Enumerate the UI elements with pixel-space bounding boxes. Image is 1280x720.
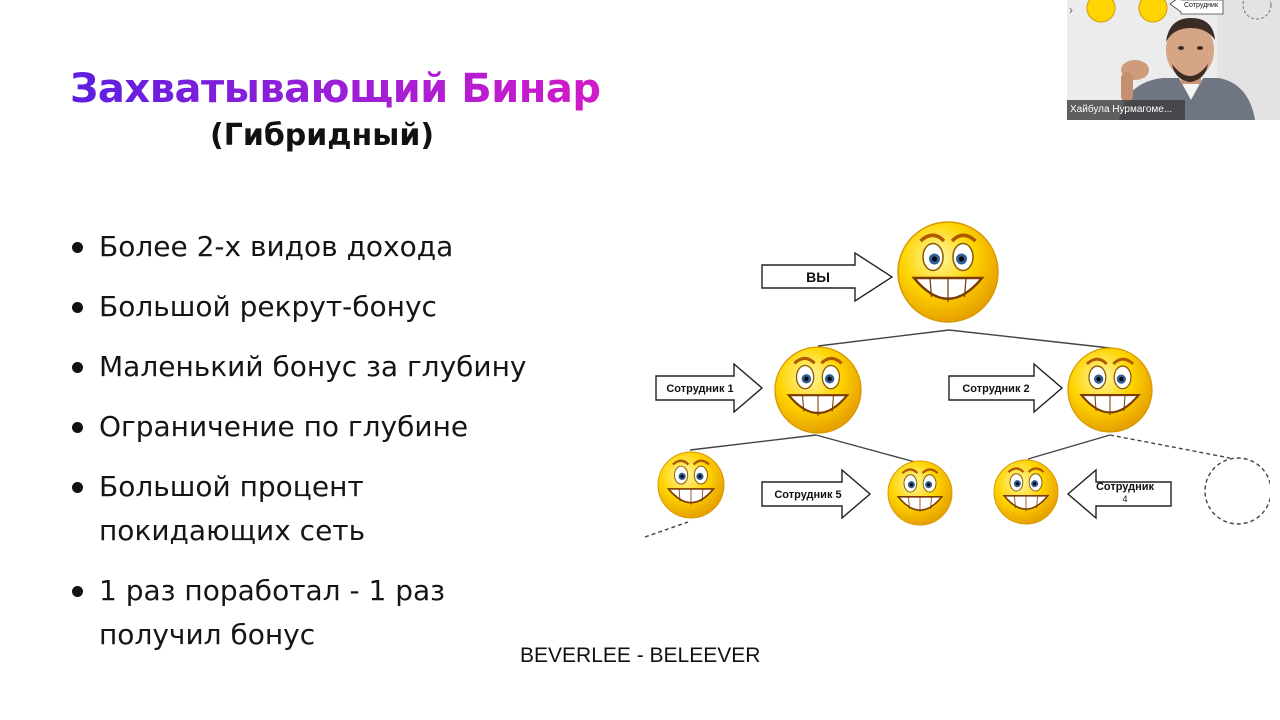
employee-2-label: Сотрудник 2 (962, 383, 1029, 395)
smiley-employee-5-icon (888, 461, 952, 525)
employee-1-label: Сотрудник 1 (666, 383, 733, 395)
arrow-employee-2: Сотрудник 2 (949, 364, 1062, 412)
you-label: ВЫ (806, 269, 830, 285)
bullet-dot-icon (72, 422, 83, 433)
smiley-employee-2-icon (1068, 348, 1152, 432)
arrow-you: ВЫ (762, 253, 892, 301)
connector-line (818, 330, 949, 346)
connector-line (949, 330, 1110, 348)
smiley-you-icon (898, 222, 998, 322)
connector-line (1028, 435, 1110, 459)
connector-line (816, 435, 915, 462)
smiley-employee-4-icon (994, 460, 1058, 524)
connector-line (690, 435, 816, 450)
connector-line-dashed (645, 522, 688, 537)
employee-4-label: Сотрудник (1096, 481, 1155, 493)
bullet-text: 1 раз поработал - 1 раз (99, 569, 445, 613)
arrow-employee-1: Сотрудник 1 (656, 364, 762, 412)
smiley-level2-left-icon (658, 452, 724, 518)
bullet-text: Большой процент (99, 465, 364, 509)
svg-text:›: › (1069, 3, 1073, 17)
footer-brand: BEVERLEE - BELEEVER (520, 644, 760, 668)
bullet-dot-icon (72, 302, 83, 313)
bullet-text: Более 2-х видов дохода (99, 225, 453, 269)
bullet-dot-icon (72, 482, 83, 493)
connector-line-dashed (1110, 435, 1230, 458)
binary-tree-diagram: ВЫ Сотрудник 1 Сотрудник 2 Сотрудник 5 С… (630, 200, 1270, 570)
bullet-dot-icon (72, 362, 83, 373)
participant-video-tile[interactable]: › Сотрудник Хайбула Нурмагоме... (1067, 0, 1280, 120)
employee-4-number: 4 (1122, 494, 1127, 504)
mini-employee-label: Сотрудник (1184, 2, 1219, 9)
bullet-dot-icon (72, 586, 83, 597)
bullet-text: Большой рекрут-бонус (99, 285, 437, 329)
bullet-text-continued: получил бонус (99, 613, 315, 657)
slide-title: Захватывающий Бинар (70, 66, 601, 112)
smiley-employee-1-icon (775, 347, 861, 433)
participant-name-label: Хайбула Нурмагоме... (1067, 100, 1185, 120)
arrow-employee-5: Сотрудник 5 (762, 470, 870, 518)
bullet-dot-icon (72, 242, 83, 253)
slide-subtitle: (Гибридный) (210, 118, 434, 153)
bullet-text-continued: покидающих сеть (99, 509, 365, 553)
empty-position-circle (1205, 458, 1270, 524)
employee-5-label: Сотрудник 5 (774, 489, 841, 501)
bullet-text: Ограничение по глубине (99, 405, 468, 449)
bullet-text: Маленький бонус за глубину (99, 345, 527, 389)
arrow-employee-4: Сотрудник 4 (1068, 470, 1171, 518)
